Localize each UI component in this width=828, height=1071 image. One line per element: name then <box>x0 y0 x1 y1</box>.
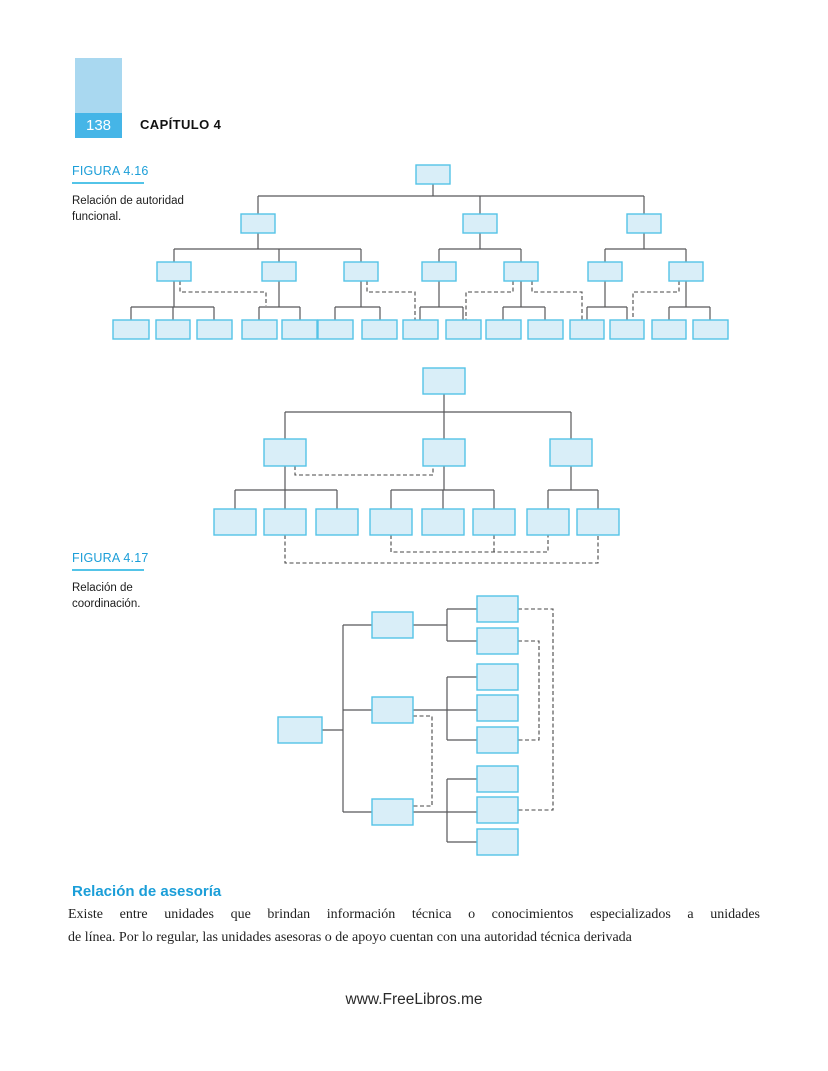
org-node <box>476 595 519 623</box>
org-node <box>317 319 354 340</box>
org-node <box>155 319 191 340</box>
org-node <box>343 261 379 282</box>
org-node <box>445 319 482 340</box>
org-connector-dashed <box>632 281 680 320</box>
org-connector-dashed <box>294 466 434 476</box>
figure-4-16-caption: Relación de autoridad funcional. <box>72 193 212 225</box>
org-node <box>156 261 192 282</box>
figure-4-17-caption-line-1: Relación de <box>72 582 133 594</box>
org-node <box>476 765 519 793</box>
org-chart-functional-authority-a <box>112 164 729 340</box>
figure-4-16-label: FIGURA 4.16 <box>72 164 149 178</box>
org-node <box>240 213 276 234</box>
org-node <box>315 508 359 536</box>
org-node <box>476 828 519 856</box>
section-heading: Relación de asesoría <box>72 883 222 900</box>
org-connector-dashed <box>390 535 549 553</box>
org-node <box>369 508 413 536</box>
org-node <box>281 319 318 340</box>
org-connector-dashed <box>179 281 267 306</box>
org-connector-dashed <box>531 281 583 320</box>
org-node <box>626 213 662 234</box>
org-node <box>476 663 519 691</box>
org-node <box>263 438 307 467</box>
org-node <box>213 508 257 536</box>
figure-4-17-caption-line-2: coordinación. <box>72 598 141 610</box>
org-node <box>485 319 522 340</box>
org-chart-coordination <box>277 595 554 856</box>
org-connector-dashed <box>284 535 599 564</box>
org-node <box>569 319 605 340</box>
org-node <box>692 319 729 340</box>
org-node <box>421 508 465 536</box>
org-node <box>415 164 451 185</box>
org-node <box>472 508 516 536</box>
org-node <box>371 696 414 724</box>
org-node <box>526 508 570 536</box>
figure-4-17-underline <box>72 569 144 571</box>
org-node <box>371 798 414 826</box>
org-node <box>476 694 519 722</box>
chapter-title: CAPÍTULO 4 <box>140 117 222 132</box>
org-node <box>241 319 278 340</box>
paragraph-line-2: de línea. Por lo regular, las unidades a… <box>68 929 632 945</box>
org-node <box>527 319 564 340</box>
org-node <box>263 508 307 536</box>
org-node <box>421 261 457 282</box>
org-node <box>476 726 519 754</box>
paragraph-line-1: Existe entre unidades que brindan inform… <box>68 907 760 922</box>
org-connector-dashed <box>465 281 514 320</box>
org-node <box>422 438 466 467</box>
org-node <box>609 319 645 340</box>
page-number-badge: 138 <box>75 113 122 138</box>
body-paragraph: Existe entre unidades que brindan inform… <box>68 904 760 949</box>
org-node <box>587 261 623 282</box>
org-node <box>549 438 593 467</box>
org-node <box>668 261 704 282</box>
chapter-badge-background <box>75 58 122 113</box>
figure-4-16-caption-line-2: funcional. <box>72 211 122 223</box>
figure-4-16-caption-line-1: Relación de autoridad <box>72 195 184 207</box>
org-node <box>576 508 620 536</box>
org-node <box>112 319 150 340</box>
org-node <box>261 261 297 282</box>
page-number: 138 <box>85 117 112 134</box>
org-node <box>196 319 233 340</box>
org-node <box>476 627 519 655</box>
org-node <box>476 796 519 824</box>
footer-url: www.FreeLibros.me <box>345 991 483 1008</box>
org-node <box>371 611 414 639</box>
org-node <box>651 319 687 340</box>
org-node <box>277 716 323 744</box>
org-node <box>361 319 398 340</box>
org-connector-dashed <box>413 715 433 807</box>
org-node <box>402 319 439 340</box>
org-connector-dashed <box>518 608 554 811</box>
org-connector-dashed <box>518 640 540 741</box>
figure-4-17-label: FIGURA 4.17 <box>72 551 149 565</box>
org-node <box>462 213 498 234</box>
org-connector-dashed <box>366 281 416 320</box>
org-chart-functional-authority-b <box>213 367 620 564</box>
org-node <box>422 367 466 395</box>
figure-4-16-underline <box>72 182 144 184</box>
figure-4-17-caption: Relación de coordinación. <box>72 580 212 612</box>
org-node <box>503 261 539 282</box>
